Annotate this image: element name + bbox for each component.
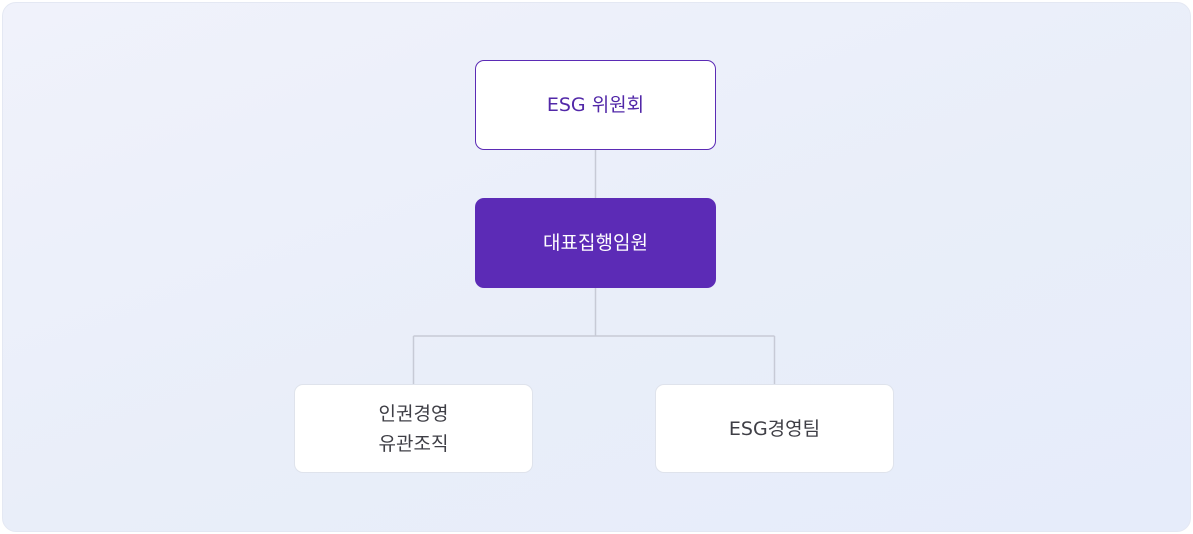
node-esg-committee: ESG 위원회 [475, 60, 716, 150]
node-human-rights-org: 인권경영 유관조직 [294, 384, 533, 473]
node-human-rights-org-line-2: 유관조직 [378, 432, 449, 455]
node-human-rights-org-label: 인권경영 유관조직 [379, 399, 449, 459]
node-esg-management-team: ESG경영팀 [655, 384, 894, 473]
node-human-rights-org-line-1: 인권경영 [378, 402, 449, 425]
node-esg-committee-label: ESG 위원회 [546, 94, 645, 116]
node-esg-management-team-label: ESG경영팀 [728, 417, 821, 440]
node-executive-officer-label: 대표집행임원 [543, 232, 648, 254]
node-executive-officer: 대표집행임원 [475, 198, 716, 288]
